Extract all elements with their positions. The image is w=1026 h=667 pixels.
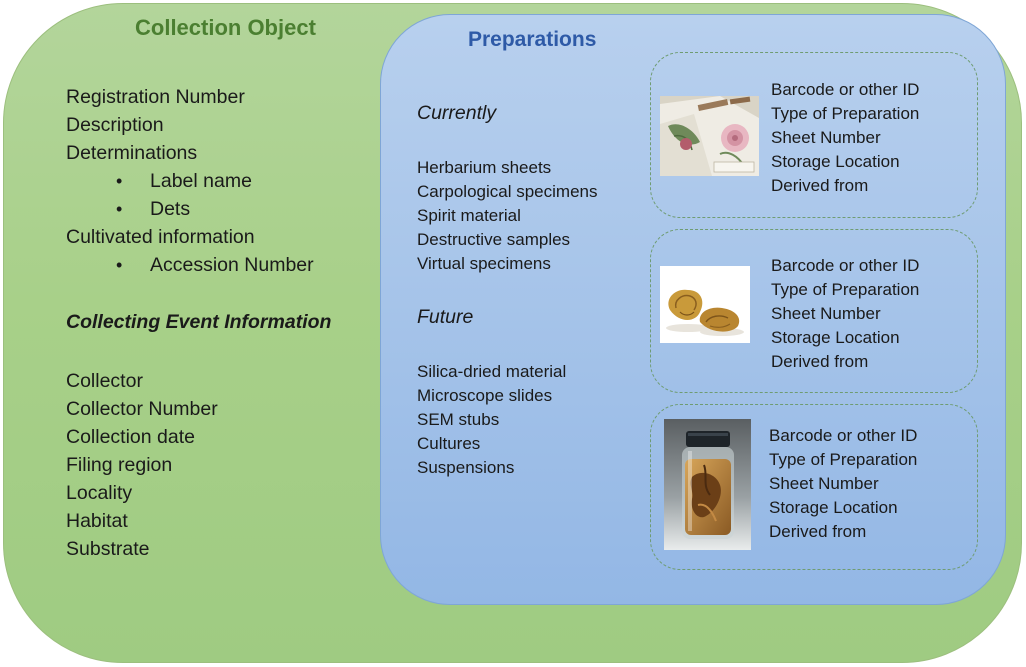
- subfield-dets: • Dets: [66, 195, 314, 223]
- card-field-barcode: Barcode or other ID: [771, 80, 920, 99]
- field-habitat: Habitat: [66, 510, 128, 532]
- card-field-storage-location: Storage Location: [771, 152, 900, 171]
- field-registration-number: Registration Number: [66, 86, 245, 108]
- herbarium-sheet-image: [660, 96, 759, 176]
- future-heading: Future: [417, 306, 474, 328]
- subfield-label-name: • Label name: [66, 167, 314, 195]
- preparation-card-fungus: [650, 229, 978, 393]
- collection-object-title: Collection Object: [135, 15, 316, 40]
- prep-item-sem-stubs: SEM stubs: [417, 410, 500, 429]
- spirit-jar-icon: [664, 419, 751, 550]
- preparation-card-herbarium: [650, 52, 978, 218]
- bullet-icon: •: [116, 171, 123, 191]
- subfield-accession-number: • Accession Number: [66, 251, 314, 279]
- prep-item-microscope-slides: Microscope slides: [417, 386, 553, 405]
- field-collector-number: Collector Number: [66, 398, 218, 420]
- card-field-sheet-number: Sheet Number: [771, 304, 881, 323]
- card-field-type-of-preparation: Type of Preparation: [771, 280, 920, 299]
- field-description: Description: [66, 114, 164, 136]
- card-field-type-of-preparation: Type of Preparation: [769, 450, 918, 469]
- collecting-event-heading: Collecting Event Information: [66, 311, 332, 333]
- subfield-dets-text: Dets: [150, 198, 191, 220]
- field-substrate: Substrate: [66, 538, 150, 560]
- currently-list: Herbarium sheets Carpological specimens …: [417, 156, 597, 276]
- prep-item-cultures: Cultures: [417, 434, 481, 453]
- card-fungus-fields: Barcode or other ID Type of Preparation …: [771, 254, 919, 374]
- field-collection-date: Collection date: [66, 426, 195, 448]
- prep-item-suspensions: Suspensions: [417, 458, 515, 477]
- dried-fungus-image: [660, 266, 750, 343]
- prep-item-carpological-specimens: Carpological specimens: [417, 182, 598, 201]
- card-field-derived-from: Derived from: [771, 352, 869, 371]
- future-list: Silica-dried material Microscope slides …: [417, 360, 566, 480]
- card-field-type-of-preparation: Type of Preparation: [771, 104, 920, 123]
- collecting-event-fields: Collector Collector Number Collection da…: [66, 367, 218, 563]
- subfield-label-name-text: Label name: [150, 170, 252, 192]
- bullet-icon: •: [116, 255, 123, 275]
- bullet-icon: •: [116, 199, 123, 219]
- prep-item-herbarium-sheets: Herbarium sheets: [417, 158, 552, 177]
- field-filing-region: Filing region: [66, 454, 173, 476]
- card-field-barcode: Barcode or other ID: [769, 426, 918, 445]
- dried-fungus-icon: [660, 266, 750, 343]
- spirit-jar-image: [664, 419, 751, 550]
- field-locality: Locality: [66, 482, 133, 504]
- field-determinations: Determinations: [66, 142, 198, 164]
- subfield-accession-number-text: Accession Number: [150, 254, 314, 276]
- card-herbarium-fields: Barcode or other ID Type of Preparation …: [771, 78, 919, 198]
- card-field-derived-from: Derived from: [771, 176, 869, 195]
- card-field-sheet-number: Sheet Number: [771, 128, 881, 147]
- field-cultivated-information: Cultivated information: [66, 226, 255, 248]
- card-field-sheet-number: Sheet Number: [769, 474, 879, 493]
- currently-heading: Currently: [417, 102, 497, 124]
- prep-item-spirit-material: Spirit material: [417, 206, 521, 225]
- collection-object-fields: Registration Number Description Determin…: [66, 83, 314, 279]
- card-field-storage-location: Storage Location: [769, 498, 898, 517]
- herbarium-sheet-icon: [660, 96, 759, 176]
- prep-item-silica-dried-material: Silica-dried material: [417, 362, 567, 381]
- prep-item-destructive-samples: Destructive samples: [417, 230, 571, 249]
- card-spirit-fields: Barcode or other ID Type of Preparation …: [769, 424, 917, 544]
- prep-item-virtual-specimens: Virtual specimens: [417, 254, 551, 273]
- card-field-storage-location: Storage Location: [771, 328, 900, 347]
- card-field-derived-from: Derived from: [769, 522, 867, 541]
- field-collector: Collector: [66, 370, 143, 392]
- card-field-barcode: Barcode or other ID: [771, 256, 920, 275]
- preparations-title: Preparations: [468, 28, 597, 51]
- preparation-card-spirit: [650, 404, 978, 570]
